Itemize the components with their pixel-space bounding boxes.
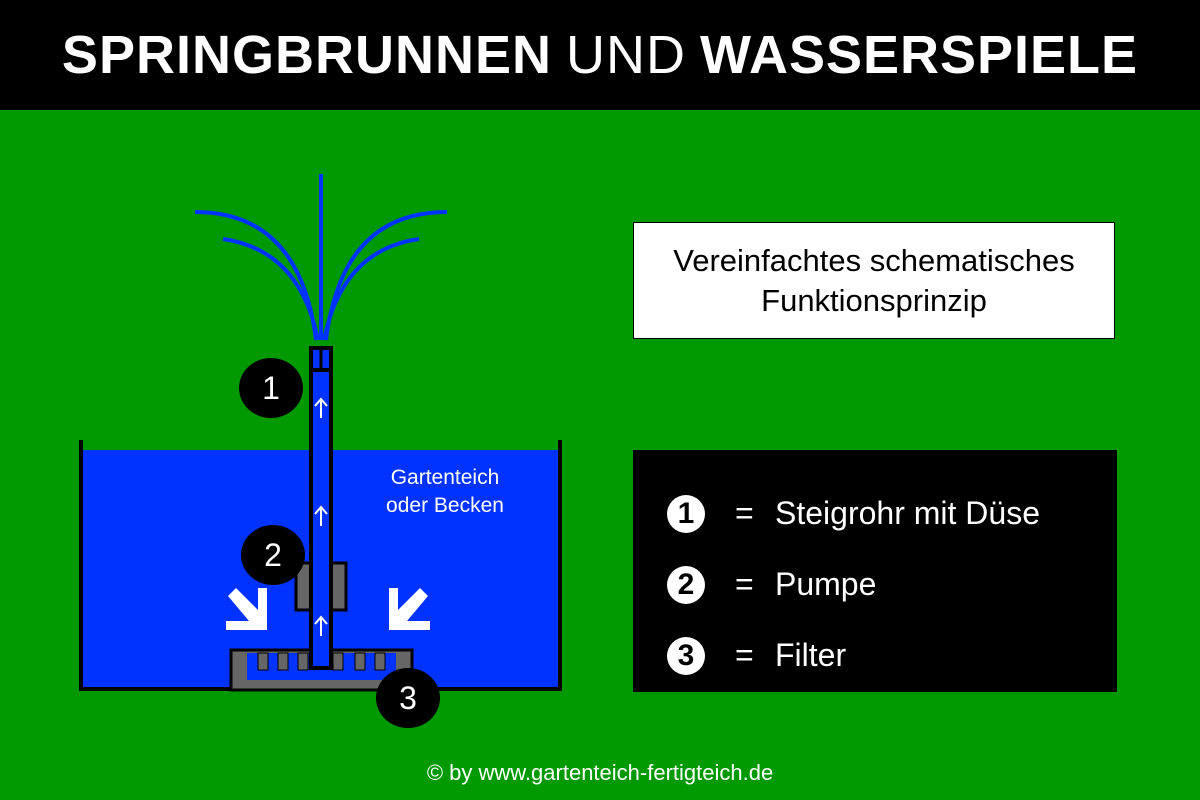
pond-label-line1: Gartenteich: [390, 466, 500, 489]
title-part-2: UND: [565, 25, 686, 85]
legend-equals: =: [735, 495, 754, 531]
legend-number: 3: [667, 636, 705, 675]
legend-label: Filter: [775, 637, 847, 673]
legend: 1 = Steigrohr mit Düse 2 = Pumpe 3 = Fil…: [633, 450, 1117, 692]
info-line2: Funktionsprinzip: [761, 282, 987, 318]
legend-item: 2 = Pumpe: [633, 549, 1117, 620]
legend-label: Pumpe: [775, 566, 877, 602]
page-title: SPRINGBRUNNEN UND WASSERSPIELE: [0, 0, 1200, 110]
legend-item: 1 = Steigrohr mit Düse: [633, 478, 1117, 549]
title-part-3: WASSERSPIELE: [699, 25, 1139, 85]
legend-item: 3 = Filter: [633, 620, 1117, 691]
legend-number: 1: [667, 494, 705, 533]
pond-label: Gartenteich oder Becken: [360, 464, 530, 520]
badge-filter: 3: [376, 668, 440, 728]
inflow-arrows: [226, 588, 430, 630]
footer-credit: © by www.gartenteich-fertigteich.de: [426, 760, 774, 785]
badge-pump: 2: [241, 525, 305, 585]
badge-riser: 1: [239, 358, 303, 418]
jet-left-outer: [194, 210, 318, 341]
legend-equals: =: [735, 566, 754, 602]
jet-right-outer: [324, 210, 448, 341]
flow-up-arrows: [314, 397, 328, 636]
jet-left-inner: [222, 237, 320, 341]
legend-label: Steigrohr mit Düse: [775, 495, 1040, 531]
water-jets: [194, 174, 448, 341]
jet-right-inner: [322, 237, 420, 341]
info-line1: Vereinfachtes schematisches: [673, 242, 1075, 278]
title-part-1: SPRINGBRUNNEN: [61, 25, 552, 85]
arrow-down-left-icon: [389, 588, 430, 630]
legend-equals: =: [735, 637, 754, 673]
pond-label-line2: oder Becken: [386, 494, 504, 517]
legend-number: 2: [667, 565, 705, 604]
arrow-down-right-icon: [226, 588, 267, 630]
info-box: Vereinfachtes schematisches Funktionspri…: [633, 222, 1115, 339]
